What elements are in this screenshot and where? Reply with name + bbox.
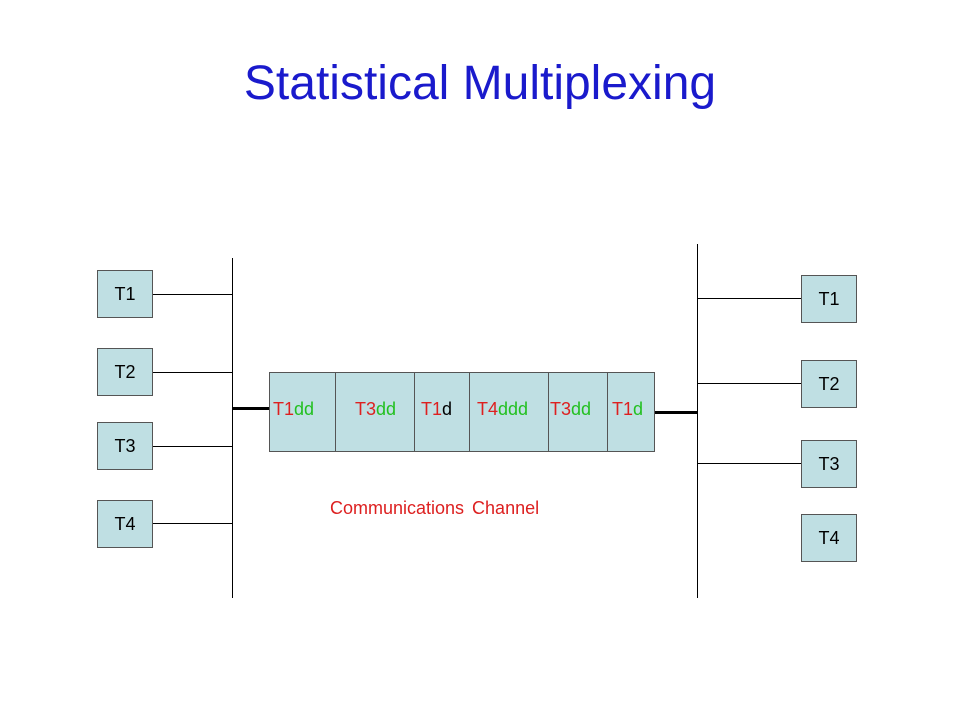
- right-terminal-t4: T4: [801, 514, 857, 562]
- left-stub-t4: [153, 523, 232, 524]
- right-terminal-t1: T1: [801, 275, 857, 323]
- left-terminal-t4: T4: [97, 500, 153, 548]
- frame-divider: [548, 373, 549, 451]
- right-channel-link: [655, 411, 697, 414]
- packet: T1dd: [273, 400, 314, 418]
- right-stub-t1: [697, 298, 801, 299]
- left-bus-line: [232, 258, 233, 598]
- right-bus-line: [697, 244, 698, 598]
- packet-data: d: [633, 399, 644, 419]
- left-terminal-t3: T3: [97, 422, 153, 470]
- right-stub-t2: [697, 383, 801, 384]
- frame-divider: [335, 373, 336, 451]
- left-stub-t2: [153, 372, 232, 373]
- right-terminal-t3: T3: [801, 440, 857, 488]
- packet-terminal-id: T1: [612, 399, 634, 419]
- page-title: Statistical Multiplexing: [243, 57, 717, 110]
- packet: T3dd: [355, 400, 396, 418]
- packet-data: dd: [376, 399, 397, 419]
- packet-data: ddd: [498, 399, 529, 419]
- packet: T1d: [612, 400, 643, 418]
- packet-terminal-id: T3: [355, 399, 377, 419]
- packet: T3dd: [550, 400, 591, 418]
- packet: T1d: [421, 400, 452, 418]
- channel-frame: [269, 372, 655, 452]
- packet-terminal-id: T4: [477, 399, 499, 419]
- left-channel-link: [232, 407, 269, 410]
- left-terminal-t1: T1: [97, 270, 153, 318]
- channel-label: Communications Channel: [330, 498, 540, 518]
- left-terminal-t2: T2: [97, 348, 153, 396]
- packet-terminal-id: T1: [421, 399, 443, 419]
- packet-data: dd: [571, 399, 592, 419]
- packet-terminal-id: T1: [273, 399, 295, 419]
- packet-terminal-id: T3: [550, 399, 572, 419]
- right-stub-t3: [697, 463, 801, 464]
- frame-divider: [414, 373, 415, 451]
- right-terminal-t2: T2: [801, 360, 857, 408]
- packet-data: d: [442, 399, 453, 419]
- packet: T4ddd: [477, 400, 528, 418]
- frame-divider: [607, 373, 608, 451]
- packet-data: dd: [294, 399, 315, 419]
- left-stub-t3: [153, 446, 232, 447]
- left-stub-t1: [153, 294, 232, 295]
- frame-divider: [469, 373, 470, 451]
